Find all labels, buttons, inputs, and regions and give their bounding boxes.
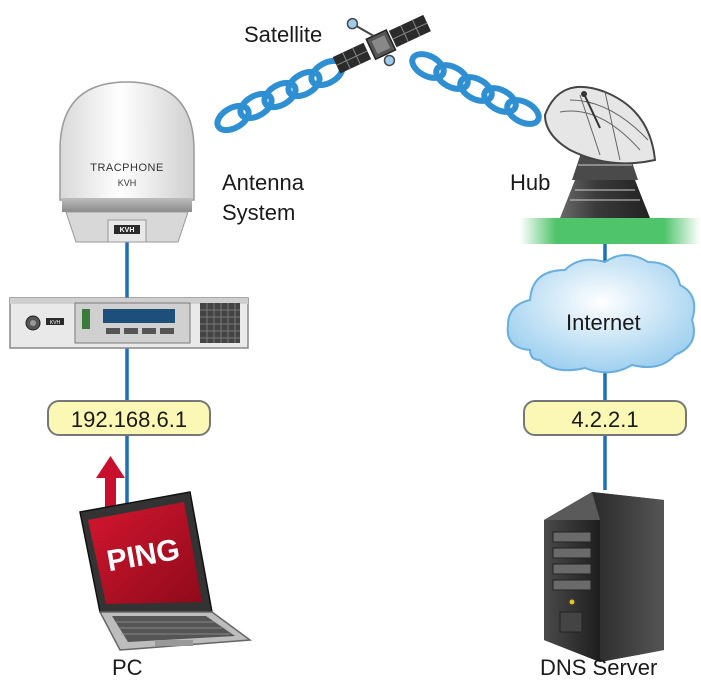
- local-ip-address: 192.168.6.1: [47, 400, 211, 436]
- ping-arrow: [96, 456, 125, 524]
- internet-cloud-icon: [506, 254, 696, 374]
- hub-label: Hub: [510, 170, 551, 195]
- antenna-system-icon: KVH TRACPHONE KVH: [59, 81, 195, 243]
- satellite-label: Satellite: [244, 22, 323, 47]
- satellite-icon: [332, 14, 431, 74]
- dns-ip-address: 4.2.2.1: [523, 400, 687, 436]
- dome-logo-text: KVH: [118, 178, 137, 188]
- antenna-system-label-line2: System: [222, 200, 296, 225]
- dns-server-label: DNS Server: [540, 655, 658, 680]
- pc-laptop-icon: PING: [79, 491, 253, 651]
- dome-brand-text: TRACPHONE: [90, 162, 164, 174]
- rack-logo: KVH: [50, 320, 61, 326]
- satellite-link-right: [409, 51, 542, 127]
- internet-label: Internet: [566, 310, 641, 335]
- hub-dish-icon: [520, 85, 700, 244]
- connection-lines: [125, 225, 607, 520]
- base-plate-logo: KVH: [120, 227, 135, 234]
- satellite-link-left: [214, 57, 346, 134]
- below-deck-unit-icon: KVH: [9, 297, 249, 349]
- antenna-system-label-line1: Antenna: [222, 170, 304, 195]
- pc-label: PC: [112, 655, 143, 680]
- dns-server-icon: [544, 492, 664, 662]
